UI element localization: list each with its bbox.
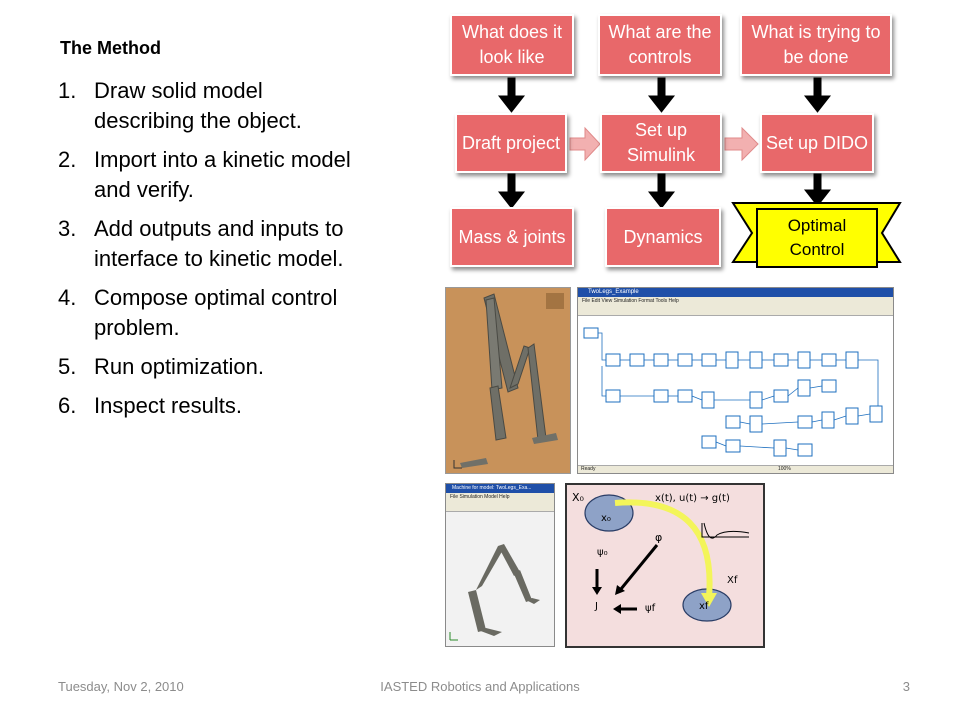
label-trajectory: x(t), u(t) → g(t): [655, 493, 730, 504]
flow-box-mass: Mass & joints: [450, 207, 574, 267]
list-item: 5. Run optimization.: [58, 352, 358, 382]
flow-box-goal: What is trying to be done: [740, 14, 892, 76]
label-X0: X₀: [572, 491, 584, 504]
window-titlebar: TwoLegs_Example: [578, 288, 893, 297]
step-number: 4.: [58, 285, 77, 310]
simulink-block-diagram: [583, 327, 883, 457]
cube-icon: [546, 293, 564, 309]
footer-date: Tuesday, Nov 2, 2010: [58, 679, 184, 694]
arrow-down-shaft: [813, 77, 822, 99]
trajectory-arrowhead: [701, 593, 717, 607]
phi-arrow: [619, 544, 659, 590]
arrow-right: [569, 126, 601, 162]
step-text: Add outputs and inputs to interface to k…: [94, 216, 344, 271]
step-text: Inspect results.: [94, 393, 242, 418]
flow-box-optimal: Optimal Control: [756, 208, 878, 268]
window-menubar: File Simulation Model Help: [446, 493, 554, 501]
label-psif: ψf: [645, 603, 656, 614]
plot-axes: [701, 523, 749, 538]
leg-link: [489, 385, 507, 441]
list-item: 2. Import into a kinetic model and verify…: [58, 145, 358, 205]
arrow-down-shaft: [507, 77, 516, 99]
step-number: 3.: [58, 216, 77, 241]
window-title: Machine for model: TwoLegs_Exa...: [452, 485, 532, 491]
arrow-down-shaft: [657, 77, 666, 99]
window-toolbar: [446, 501, 554, 512]
list-item: 1. Draw solid model describing the object…: [58, 76, 358, 136]
flow-box-dido: Set up DIDO: [760, 113, 874, 173]
mechanics-viewer-screenshot: Machine for model: TwoLegs_Exa... File S…: [445, 483, 555, 647]
label-phi: φ: [655, 531, 663, 544]
list-item: 4. Compose optimal control problem.: [58, 283, 358, 343]
flow-box-look: What does it look like: [450, 14, 574, 76]
step-text: Compose optimal control problem.: [94, 285, 338, 340]
arrow-down-head: [647, 191, 676, 209]
list-item: 6. Inspect results.: [58, 391, 358, 421]
flow-box-dynamics: Dynamics: [605, 207, 721, 267]
step-number: 2.: [58, 147, 77, 172]
step-text: Import into a kinetic model and verify.: [94, 147, 351, 202]
optimal-control-graphic: [584, 494, 750, 622]
flow-box-simulink: Set up Simulink: [600, 113, 722, 173]
window-menubar: File Edit View Simulation Format Tools H…: [578, 297, 893, 305]
arrow-down-head: [497, 95, 526, 113]
arrow-down-head: [647, 95, 676, 113]
step-number: 5.: [58, 354, 77, 379]
simulink-screenshot: TwoLegs_Example File Edit View Simulatio…: [577, 287, 894, 474]
arrow-down-head: [803, 95, 832, 113]
label-Xf: Xf: [727, 575, 738, 586]
leg-link: [527, 343, 547, 441]
axis-icon: [453, 460, 462, 469]
step-text: Run optimization.: [94, 354, 264, 379]
method-steps-list: 1. Draw solid model describing the object…: [58, 76, 358, 430]
label-x0: x₀: [601, 513, 611, 524]
label-psi0: ψ₀: [597, 547, 608, 558]
footer-event: IASTED Robotics and Applications: [380, 679, 580, 694]
status-text: Ready: [581, 466, 596, 472]
arrow-down-head: [497, 191, 526, 209]
window-title: TwoLegs_Example: [588, 289, 639, 295]
leg-link: [485, 297, 503, 391]
trajectory-arrow: [614, 499, 713, 598]
arrow-right: [724, 126, 759, 162]
window-toolbar: [578, 305, 893, 316]
page-number: 3: [902, 679, 910, 694]
step-text: Draw solid model describing the object.: [94, 78, 302, 133]
plot-curve: [703, 522, 750, 539]
zoom-level: 100%: [778, 466, 791, 472]
list-item: 3. Add outputs and inputs to interface to…: [58, 214, 358, 274]
mechanics-render: [446, 512, 554, 646]
step-number: 6.: [58, 393, 77, 418]
section-title: The Method: [60, 38, 161, 58]
foot: [532, 433, 558, 444]
window-titlebar: Machine for model: TwoLegs_Exa...: [446, 484, 554, 493]
label-xf: xf: [699, 601, 709, 612]
label-J: J: [595, 601, 598, 612]
arrow-down-head: [803, 189, 832, 207]
flow-box-controls: What are the controls: [598, 14, 722, 76]
flow-box-draft: Draft project: [455, 113, 567, 173]
window-statusbar: Ready 100%: [578, 465, 893, 473]
optimal-control-diagram: X₀ x₀ x(t), u(t) → g(t) φ ψ₀ J ψf Xf xf: [565, 483, 765, 648]
solid-model-image: [445, 287, 571, 474]
foot: [460, 458, 488, 468]
step-number: 1.: [58, 78, 77, 103]
